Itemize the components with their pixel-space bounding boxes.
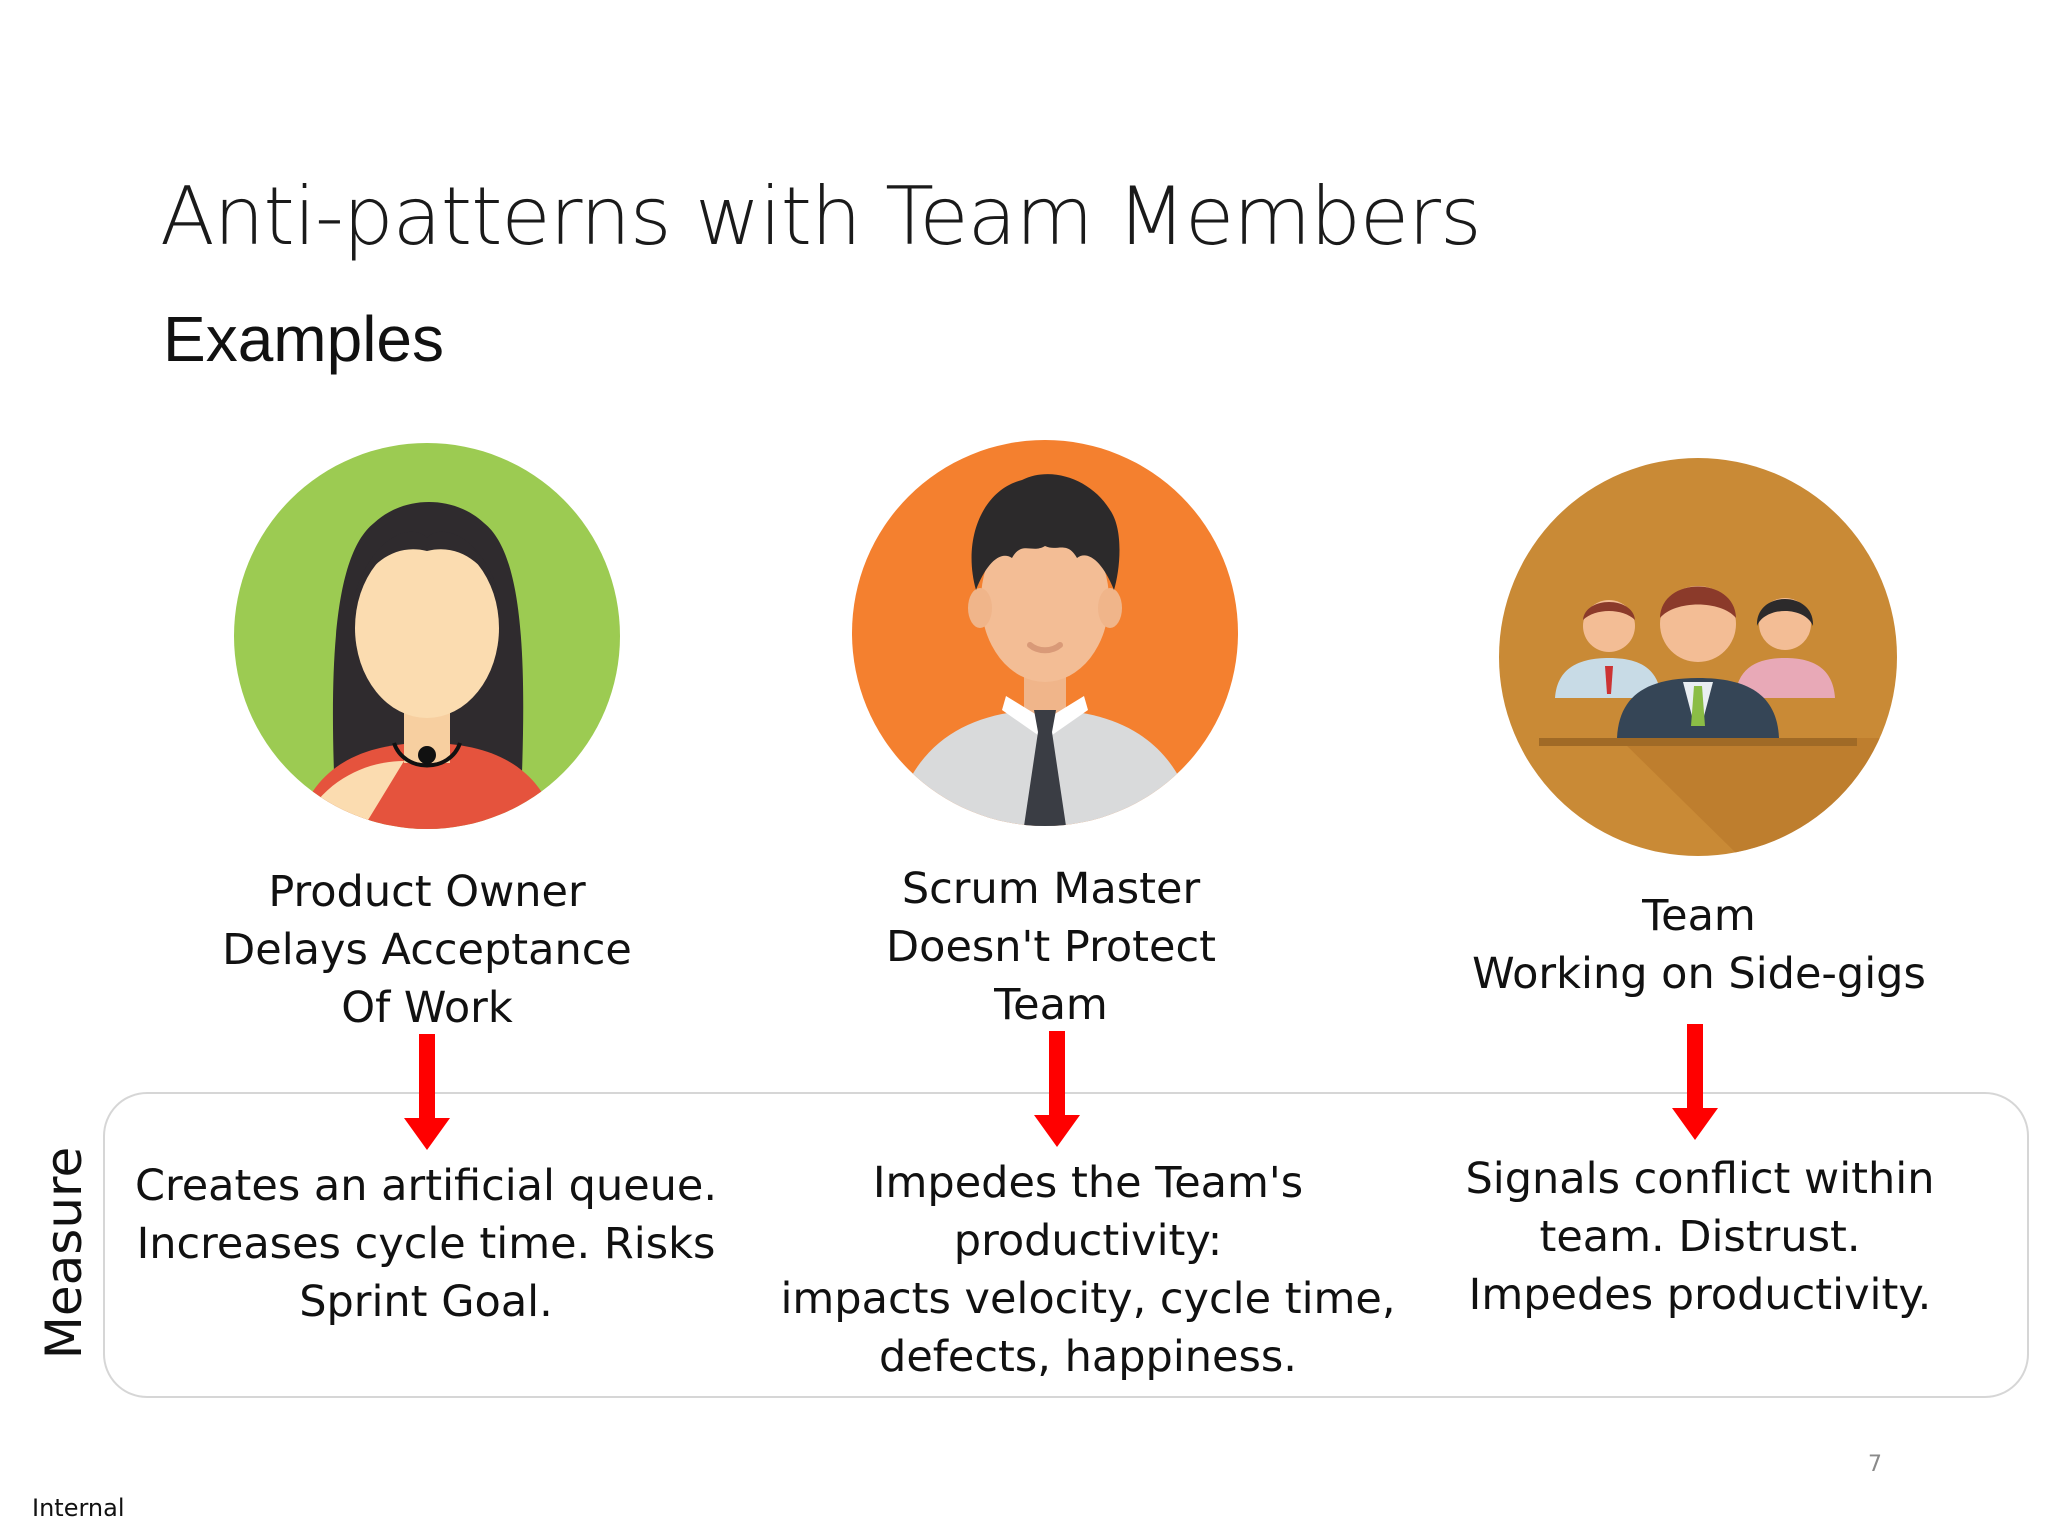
role-title: Scrum Master (901, 864, 1201, 914)
effect-product-owner: Creates an artificial queue. Increases c… (120, 1157, 732, 1331)
role-description-line: Doesn't Protect (886, 922, 1216, 972)
effect-line: Sprint Goal. (299, 1277, 553, 1327)
effect-line: team. Distrust. (1539, 1212, 1861, 1262)
effect-line: Increases cycle time. Risks (136, 1219, 716, 1269)
effect-team: Signals conflict within team. Distrust. … (1410, 1150, 1990, 1324)
page-number: 7 (1868, 1452, 1882, 1477)
role-description-line: Working on Side-gigs (1472, 949, 1926, 999)
product-owner-avatar-icon (234, 443, 620, 829)
slide-subtitle: Examples (163, 303, 444, 375)
role-title: Team (1642, 891, 1756, 941)
role-description-line: Of Work (341, 983, 513, 1033)
effect-line: Impedes productivity. (1468, 1270, 1932, 1320)
role-scrum-master: Scrum Master Doesn't Protect Team (801, 860, 1301, 1034)
effect-line: Creates an artificial queue. (134, 1161, 718, 1211)
effect-line: defects, happiness. (879, 1332, 1297, 1382)
classification-label: Internal (32, 1494, 125, 1522)
down-arrow-icon (404, 1034, 450, 1150)
role-product-owner: Product Owner Delays Acceptance Of Work (175, 863, 679, 1037)
effect-scrum-master: Impedes the Team's productivity: impacts… (768, 1154, 1408, 1386)
down-arrow-icon (1672, 1024, 1718, 1140)
scrum-master-avatar-icon (852, 440, 1238, 826)
effect-line: Signals conflict within (1465, 1154, 1935, 1204)
role-description-line: Team (994, 980, 1108, 1030)
effect-line: productivity: (953, 1216, 1223, 1266)
effect-line: Impedes the Team's (872, 1158, 1304, 1208)
measure-label: Measure (35, 1146, 93, 1360)
down-arrow-icon (1034, 1031, 1080, 1147)
team-avatar-icon (1499, 458, 1897, 856)
effect-line: impacts velocity, cycle time, (780, 1274, 1396, 1324)
role-title: Product Owner (268, 867, 586, 917)
slide-title: Anti-patterns with Team Members (160, 170, 1482, 263)
role-description-line: Delays Acceptance (222, 925, 632, 975)
role-team: Team Working on Side-gigs (1449, 887, 1949, 1003)
